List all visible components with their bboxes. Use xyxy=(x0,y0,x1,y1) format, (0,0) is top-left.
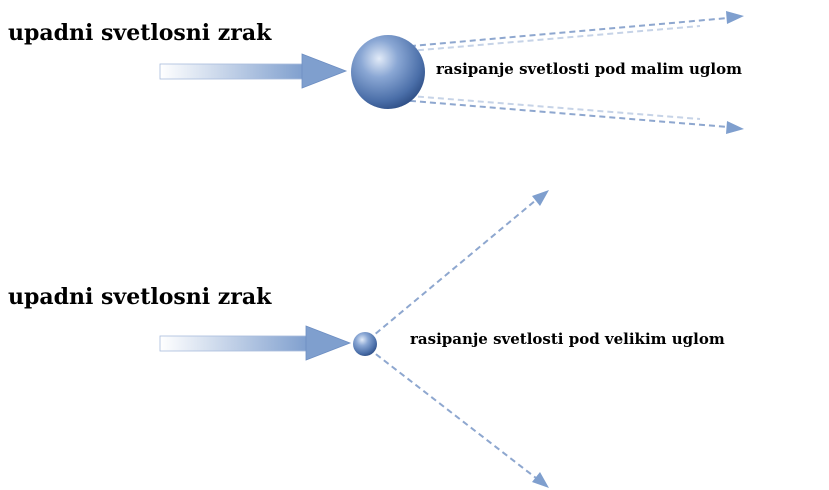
ray-arrowhead-bottom-lower xyxy=(532,472,549,488)
incident-ray-label-bottom: upadni svetlosni zrak xyxy=(8,284,272,310)
ray-arrowhead-top-lower xyxy=(726,121,744,134)
small-angle-scattering-label: rasipanje svetlosti pod malim uglom xyxy=(436,60,742,78)
large-particle xyxy=(351,35,425,109)
scattered-rays-small-angle xyxy=(397,17,729,128)
scattered-rays-large-angle xyxy=(367,199,537,479)
large-angle-scattering-label: rasipanje svetlosti pod velikim uglom xyxy=(410,330,725,348)
ray-arrowhead-bottom-upper xyxy=(532,190,549,206)
small-particle xyxy=(353,332,377,356)
incident-arrow-top xyxy=(159,53,348,89)
incident-arrow-bottom xyxy=(159,325,352,361)
incident-ray-label-top: upadni svetlosni zrak xyxy=(8,20,272,46)
top-panel xyxy=(159,11,744,134)
bottom-panel xyxy=(159,190,549,488)
ray-arrowhead-top-upper xyxy=(726,11,744,24)
